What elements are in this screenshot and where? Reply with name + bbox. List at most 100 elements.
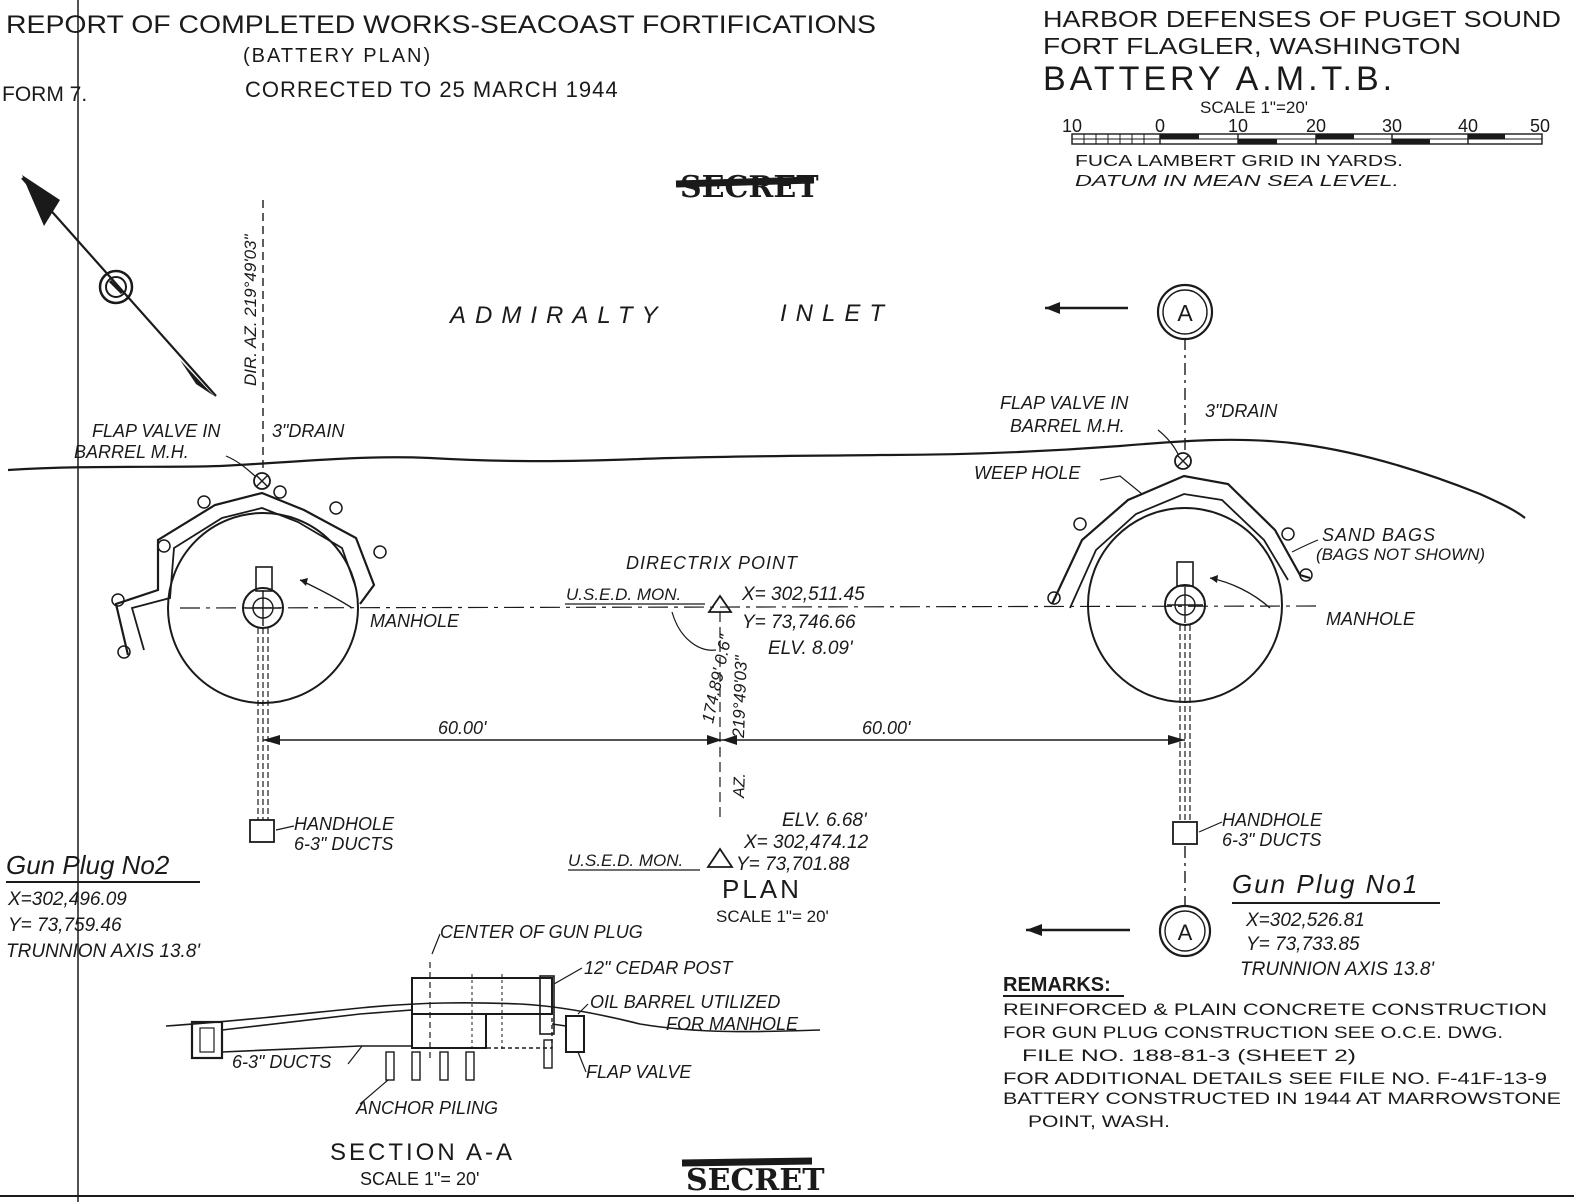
- gun-plug-2-y: Y= 73,759.46: [8, 915, 122, 936]
- gun-plug-1-x: X=302,526.81: [1245, 910, 1365, 931]
- scale-tick-0: 0: [1155, 116, 1165, 136]
- dim-left-label: 60.00': [438, 718, 487, 738]
- sand-bags-label-1: SAND BAGS: [1322, 525, 1436, 545]
- section-flap-valve-leader: [577, 1051, 587, 1073]
- mon2-y: Y= 73,701.88: [736, 854, 850, 875]
- admiralty-label: ADMIRALTY: [448, 302, 667, 329]
- gun-plug-1-title: Gun Plug No1: [1232, 869, 1419, 899]
- battery-plan-subtitle: (BATTERY PLAN): [243, 45, 432, 67]
- flap-valve-left-line2: BARREL M.H.: [74, 442, 189, 462]
- anchor-piling-leader: [359, 1079, 389, 1105]
- section-flap-valve-label: FLAP VALVE: [586, 1062, 692, 1082]
- angle-arc: [671, 611, 717, 651]
- gun-plug-2-x: X=302,496.09: [7, 889, 127, 910]
- corrected-date: CORRECTED TO 25 MARCH 1944: [245, 77, 619, 102]
- gun-plug-1-y: Y= 73,733.85: [1246, 934, 1360, 955]
- azimuth-vertical-label: 219°49'03": [729, 654, 751, 739]
- section-marker-bottom-label: A: [1178, 920, 1193, 945]
- north-arrow-icon: [21, 175, 217, 397]
- form-number: FORM 7.: [2, 83, 87, 106]
- gun-plug-1-drawing: [1047, 452, 1313, 845]
- drain-left-label: 3"DRAIN: [272, 421, 345, 441]
- oil-barrel-label-2: FOR MANHOLE: [666, 1014, 799, 1034]
- gun-plug-1-trunnion: TRUNNION AXIS 13.8': [1240, 959, 1435, 980]
- flap-valve-right-leader: [1157, 429, 1179, 455]
- remarks-heading: REMARKS:: [1003, 974, 1111, 996]
- section-ducts-label: 6-3" DUCTS: [232, 1052, 331, 1072]
- mon1-elv: ELV. 8.09': [768, 638, 854, 659]
- section-marker-top-icon: [1045, 283, 1214, 341]
- sand-bags-label-2: (BAGS NOT SHOWN): [1316, 545, 1485, 564]
- plan-scale: SCALE 1"= 20': [716, 907, 829, 926]
- used-mon-1-label: U.S.E.D. MON.: [566, 585, 681, 604]
- report-title: REPORT OF COMPLETED WORKS-SEACOAST FORTI…: [6, 11, 876, 39]
- remarks-line-4: FOR ADDITIONAL DETAILS SEE FILE NO. F-41…: [1003, 1069, 1547, 1088]
- remarks-line-5: BATTERY CONSTRUCTED IN 1944 AT MARROWSTO…: [1003, 1089, 1561, 1108]
- battery-name: BATTERY A.M.T.B.: [1043, 60, 1396, 98]
- sand-bags-leader: [1291, 539, 1319, 553]
- section-ducts-leader: [347, 1045, 363, 1065]
- remarks-line-6: POINT, WASH.: [1028, 1112, 1170, 1131]
- flap-valve-right-line2: BARREL M.H.: [1010, 416, 1125, 436]
- drain-right-label: 3"DRAIN: [1205, 401, 1278, 421]
- scale-tick-50: 50: [1530, 116, 1550, 136]
- oil-barrel-label-1: OIL BARREL UTILIZED: [590, 992, 780, 1012]
- scale-tick-10: 10: [1228, 116, 1248, 136]
- dim-right-label: 60.00': [862, 718, 911, 738]
- flap-valve-right-line1: FLAP VALVE IN: [1000, 393, 1129, 413]
- cedar-post-leader: [553, 967, 583, 985]
- fort-name: FORT FLAGLER, WASHINGTON: [1043, 33, 1461, 59]
- mon1-y: Y= 73,746.66: [742, 612, 856, 633]
- datum-note: DATUM IN MEAN SEA LEVEL.: [1075, 173, 1399, 190]
- secret-stamp-top: SECRET: [680, 170, 819, 205]
- graphic-scale-bar: [1071, 133, 1543, 145]
- section-aa-drawing: [165, 962, 821, 1081]
- grid-note: FUCA LAMBERT GRID IN YARDS.: [1075, 153, 1403, 170]
- section-title: SECTION A-A: [330, 1139, 515, 1166]
- handhole-right-leader: [1198, 821, 1223, 833]
- mon2-x: X= 302,474.12: [743, 832, 869, 853]
- az-short-label: AZ.: [731, 773, 749, 799]
- mon1-x: X= 302,511.45: [741, 584, 865, 605]
- anchor-piling-label: ANCHOR PILING: [355, 1098, 498, 1118]
- handhole-left-line2: 6-3" DUCTS: [294, 834, 393, 854]
- handhole-left-leader: [275, 825, 295, 831]
- manhole-right-label: MANHOLE: [1326, 609, 1416, 629]
- scale-tick-10-left: 10: [1062, 116, 1082, 136]
- flap-valve-left-line1: FLAP VALVE IN: [92, 421, 221, 441]
- remarks-line-2: FOR GUN PLUG CONSTRUCTION SEE O.C.E. DWG…: [1003, 1023, 1503, 1042]
- section-scale: SCALE 1"= 20': [360, 1169, 479, 1189]
- handhole-right-line2: 6-3" DUCTS: [1222, 830, 1321, 850]
- secret-stamp-bottom: SECRET: [686, 1163, 825, 1198]
- flap-valve-left-leader: [225, 455, 256, 477]
- section-marker-bottom-icon: [1026, 904, 1212, 958]
- plan-title: PLAN: [722, 874, 802, 904]
- shoreline: [7, 438, 1526, 519]
- scale-tick-30: 30: [1382, 116, 1402, 136]
- weep-hole-label: WEEP HOLE: [974, 463, 1081, 483]
- handhole-left-line1: HANDHOLE: [294, 814, 395, 834]
- mon2-elv: ELV. 6.68': [782, 810, 868, 831]
- used-mon-2-label: U.S.E.D. MON.: [568, 851, 683, 870]
- scale-tick-40: 40: [1458, 116, 1478, 136]
- remarks-line-1: REINFORCED & PLAIN CONCRETE CONSTRUCTION: [1003, 1000, 1547, 1019]
- directrix-label: DIRECTRIX POINT: [626, 553, 799, 573]
- secret-strike-top: [675, 176, 815, 188]
- center-gun-plug-label: CENTER OF GUN PLUG: [440, 922, 643, 942]
- center-gun-plug-leader: [431, 933, 441, 955]
- gun-plug-2-drawing: [111, 472, 387, 843]
- inlet-label: INLET: [780, 300, 893, 327]
- dir-az-label: DIR. AZ. 219°49'03": [241, 234, 260, 386]
- cedar-post-label: 12" CEDAR POST: [584, 958, 734, 978]
- harbor-defenses-title: HARBOR DEFENSES OF PUGET SOUND: [1043, 6, 1561, 32]
- plan-baseline: [179, 605, 1321, 609]
- manhole-left-label: MANHOLE: [370, 611, 460, 631]
- handhole-right-line1: HANDHOLE: [1222, 810, 1323, 830]
- gun-plug-2-title: Gun Plug No2: [6, 850, 170, 880]
- remarks-line-3: FILE NO. 188-81-3 (SHEET 2): [1022, 1046, 1356, 1065]
- weep-hole-leader: [1099, 475, 1143, 495]
- gun-plug-2-trunnion: TRUNNION AXIS 13.8': [6, 941, 201, 962]
- oil-barrel-leader: [577, 1003, 589, 1015]
- secret-strike-bottom: [681, 1157, 813, 1167]
